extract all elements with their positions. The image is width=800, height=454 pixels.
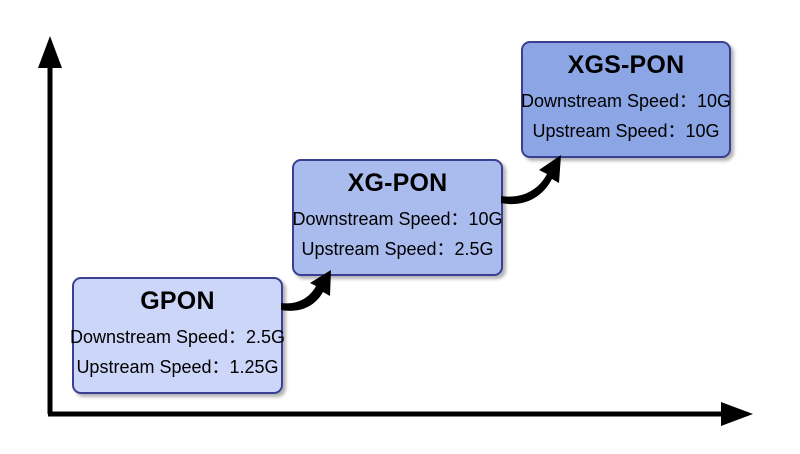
node-xg-pon[interactable]: XG-PON Downstream Speed：10G Upstream Spe…	[292, 159, 503, 276]
node-xgs-pon[interactable]: XGS-PON Downstream Speed：10G Upstream Sp…	[521, 41, 731, 158]
node-xgs-pon-upstream: Upstream Speed：10G	[532, 121, 720, 142]
node-gpon[interactable]: GPON Downstream Speed：2.5G Upstream Spee…	[69, 277, 286, 394]
node-xg-pon-upstream: Upstream Speed：2.5G	[301, 239, 494, 260]
vertical-axis-arrowhead	[38, 36, 62, 68]
node-xgs-pon-title: XGS-PON	[567, 51, 685, 79]
node-xgs-pon-downstream: Downstream Speed：10G	[520, 90, 732, 111]
node-xg-pon-downstream: Downstream Speed：10G	[292, 208, 503, 229]
connector-xg-pon-to-xgs-pon-icon	[501, 155, 561, 205]
node-xg-pon-title: XG-PON	[347, 169, 448, 197]
node-gpon-downstream: Downstream Speed：2.5G	[69, 326, 286, 347]
horizontal-axis-arrowhead	[721, 402, 753, 426]
node-gpon-upstream: Upstream Speed：1.25G	[76, 357, 279, 378]
connector-gpon-to-xg-pon-icon	[281, 270, 331, 311]
node-gpon-title: GPON	[140, 287, 215, 315]
